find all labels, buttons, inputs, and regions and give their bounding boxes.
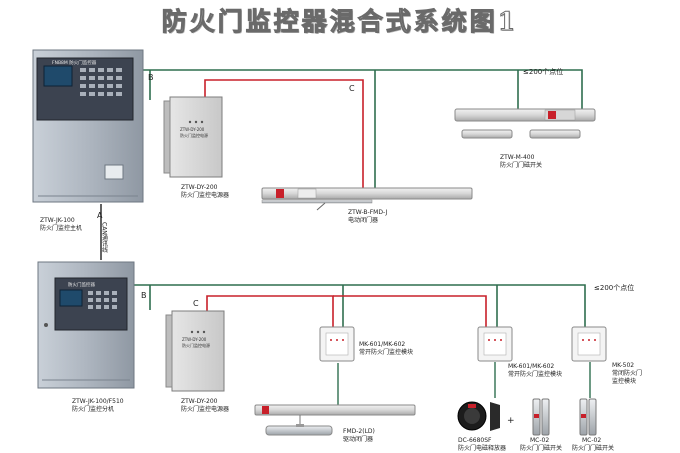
can-bus-label: CAN通讯线 [101, 222, 108, 253]
bottom-power-supply [165, 310, 225, 392]
module2-label-model: MK-601/MK-602 [508, 363, 554, 370]
electromagnetic-release [457, 401, 500, 431]
bottom-psu-label-name: 防火门监控电源器 [181, 405, 229, 413]
bottom-closer-label-model: FMD-2(LD) [343, 428, 375, 435]
diagram-title: 防火门监控器混合式系统图1 [161, 7, 519, 37]
bottom-controller-brand: 防火门监控器 [68, 281, 95, 288]
top-closer-label-model: ZTW-B-FMD-J [348, 209, 387, 216]
top-capacity-label: ≤200个点位 [523, 67, 563, 76]
top-bus-wires [100, 69, 583, 260]
bottom-controller-label-model: ZTW-JK-100/F510 [72, 398, 124, 405]
release-label-model: DC-6680SF [458, 437, 492, 444]
release-label-name: 防火门电磁释放器 [458, 444, 506, 452]
switch1-label-name: 防火门门磁开关 [520, 444, 562, 452]
bottom-capacity-label: ≤200个点位 [594, 283, 634, 292]
bottom-wire-b-label: B [141, 291, 147, 300]
bottom-controller-cabinet [37, 261, 135, 389]
bottom-closer-label-name: 驱动闭门器 [343, 435, 373, 443]
top-controller-label-model: ZTW-JK-100 [40, 217, 75, 224]
top-wire-b-label: B [148, 73, 154, 82]
top-psu-label-name: 防火门监控电源器 [181, 191, 229, 199]
top-power-supply [163, 96, 223, 178]
door-switch-1 [532, 398, 550, 436]
bottom-wire-c-label: C [193, 299, 199, 308]
top-magnet-label-name: 防火门门磁开关 [500, 161, 542, 169]
top-psu-face-name: 防火门监控电源 [180, 132, 208, 138]
module3-label-name: 常闭防火门 [612, 369, 642, 377]
bottom-drive-door-closer [254, 404, 416, 436]
top-magnet-label-model: ZTW-M-400 [500, 154, 535, 161]
top-controller-cabinet [32, 49, 144, 203]
bottom-bus-wires [133, 284, 591, 405]
module1-label-model: MK-601/MK-602 [359, 341, 405, 348]
bottom-controller-label-name: 防火门监控分机 [72, 405, 114, 413]
bottom-psu-face-name: 防火门监控电源 [182, 342, 210, 348]
door-switch-2 [579, 398, 597, 436]
module3-label-model: MK-502 [612, 362, 634, 369]
top-psu-label-model: ZTW-DY-200 [181, 184, 218, 191]
module3-label-name-2: 监控模块 [612, 377, 636, 385]
module2-label-name: 常开防火门监控模块 [508, 370, 562, 378]
top-controller-label-name: 防火门监控主机 [40, 224, 82, 232]
switch2-label-model: MC-02 [582, 437, 601, 444]
wire-a-label: A [97, 211, 103, 220]
top-psu-face-model: ZTW-DY-200 [180, 127, 205, 132]
bottom-psu-face-model: ZTW-DY-200 [182, 337, 207, 342]
top-electric-door-closer [261, 187, 473, 211]
switch1-label-model: MC-02 [530, 437, 549, 444]
top-wire-c-label: C [349, 84, 355, 93]
top-controller-brand: FNB8M 防火门监控器 [52, 59, 97, 66]
switch2-label-name: 防火门门磁开关 [572, 444, 614, 452]
module1-label-name: 常开防火门监控模块 [359, 348, 413, 356]
top-closer-label-name: 电动闭门器 [348, 216, 378, 224]
bottom-psu-label-model: ZTW-DY-200 [181, 398, 218, 405]
bottom-module-2 [477, 326, 513, 362]
top-door-magnet-switch [454, 108, 596, 139]
bottom-module-3 [571, 326, 607, 362]
bottom-module-1 [319, 326, 355, 362]
plus-sign: + [507, 416, 515, 426]
